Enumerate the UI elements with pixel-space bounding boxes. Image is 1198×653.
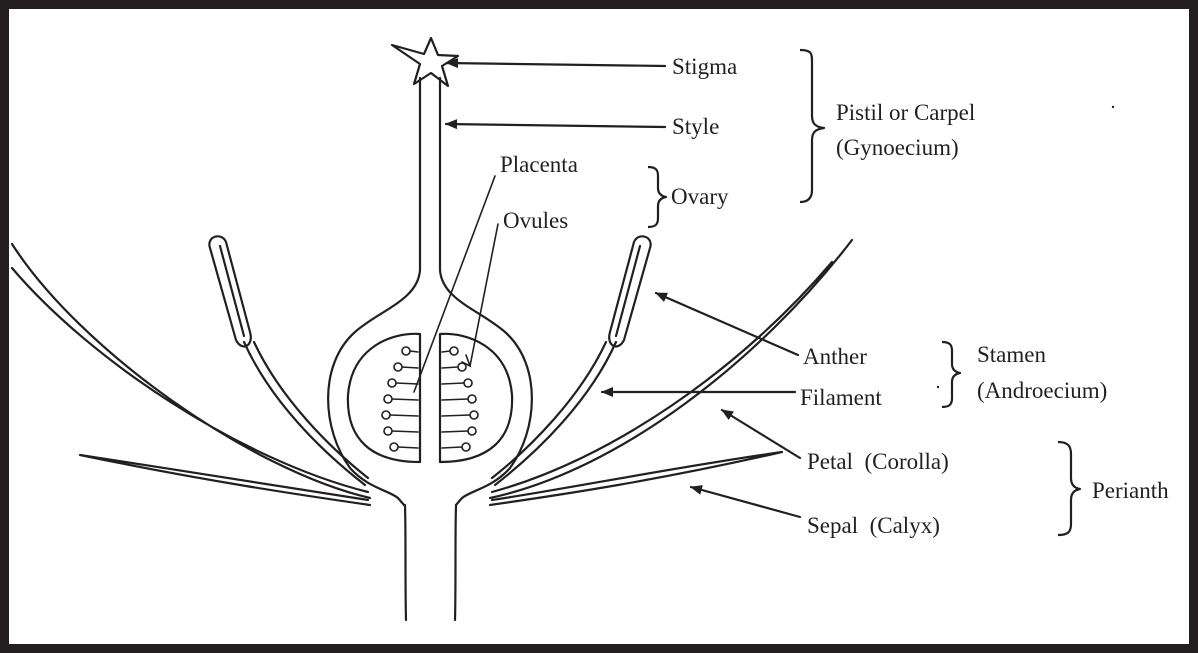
stray-dot xyxy=(1112,106,1114,108)
sepal-pointer xyxy=(691,487,800,517)
perianth-brace xyxy=(1058,442,1080,535)
pointer-lines xyxy=(414,63,800,517)
placenta-label: Placenta xyxy=(500,152,578,177)
stigma-label: Stigma xyxy=(672,54,737,79)
petal-label: Petal (Corolla) xyxy=(807,449,949,474)
pistil-brace xyxy=(800,50,824,202)
gynoecium-label: (Gynoecium) xyxy=(836,135,959,160)
androecium-label: (Androecium) xyxy=(977,378,1107,403)
filament-label: Filament xyxy=(800,385,882,410)
right-petal xyxy=(490,240,852,498)
perianth-label: Perianth xyxy=(1092,478,1169,503)
ovary-label: Ovary xyxy=(671,184,729,209)
left-stamen xyxy=(209,236,368,485)
receptacle-stalk xyxy=(405,505,456,620)
left-petal xyxy=(12,244,370,498)
stigma-pointer xyxy=(447,63,665,66)
right-ovules xyxy=(442,347,478,451)
style-pointer xyxy=(446,124,665,127)
petal-pointer xyxy=(722,410,800,458)
left-ovules xyxy=(382,347,418,451)
ovules-pointer-tip xyxy=(462,355,470,366)
ovary-brace xyxy=(648,167,666,227)
sepal-label: Sepal (Calyx) xyxy=(807,513,940,538)
right-stamen xyxy=(492,236,651,485)
flower-drawing xyxy=(12,38,852,620)
stamen-label: Stamen xyxy=(977,342,1046,367)
pistil-label: Pistil or Carpel xyxy=(836,100,975,125)
ovules-label: Ovules xyxy=(503,208,568,233)
anther-label: Anther xyxy=(803,344,867,369)
placenta-pointer xyxy=(414,176,495,392)
stamen-brace xyxy=(942,342,960,407)
stray-dot xyxy=(937,386,939,388)
style-label: Style xyxy=(672,114,719,139)
style-and-ovary-outer xyxy=(328,78,532,505)
